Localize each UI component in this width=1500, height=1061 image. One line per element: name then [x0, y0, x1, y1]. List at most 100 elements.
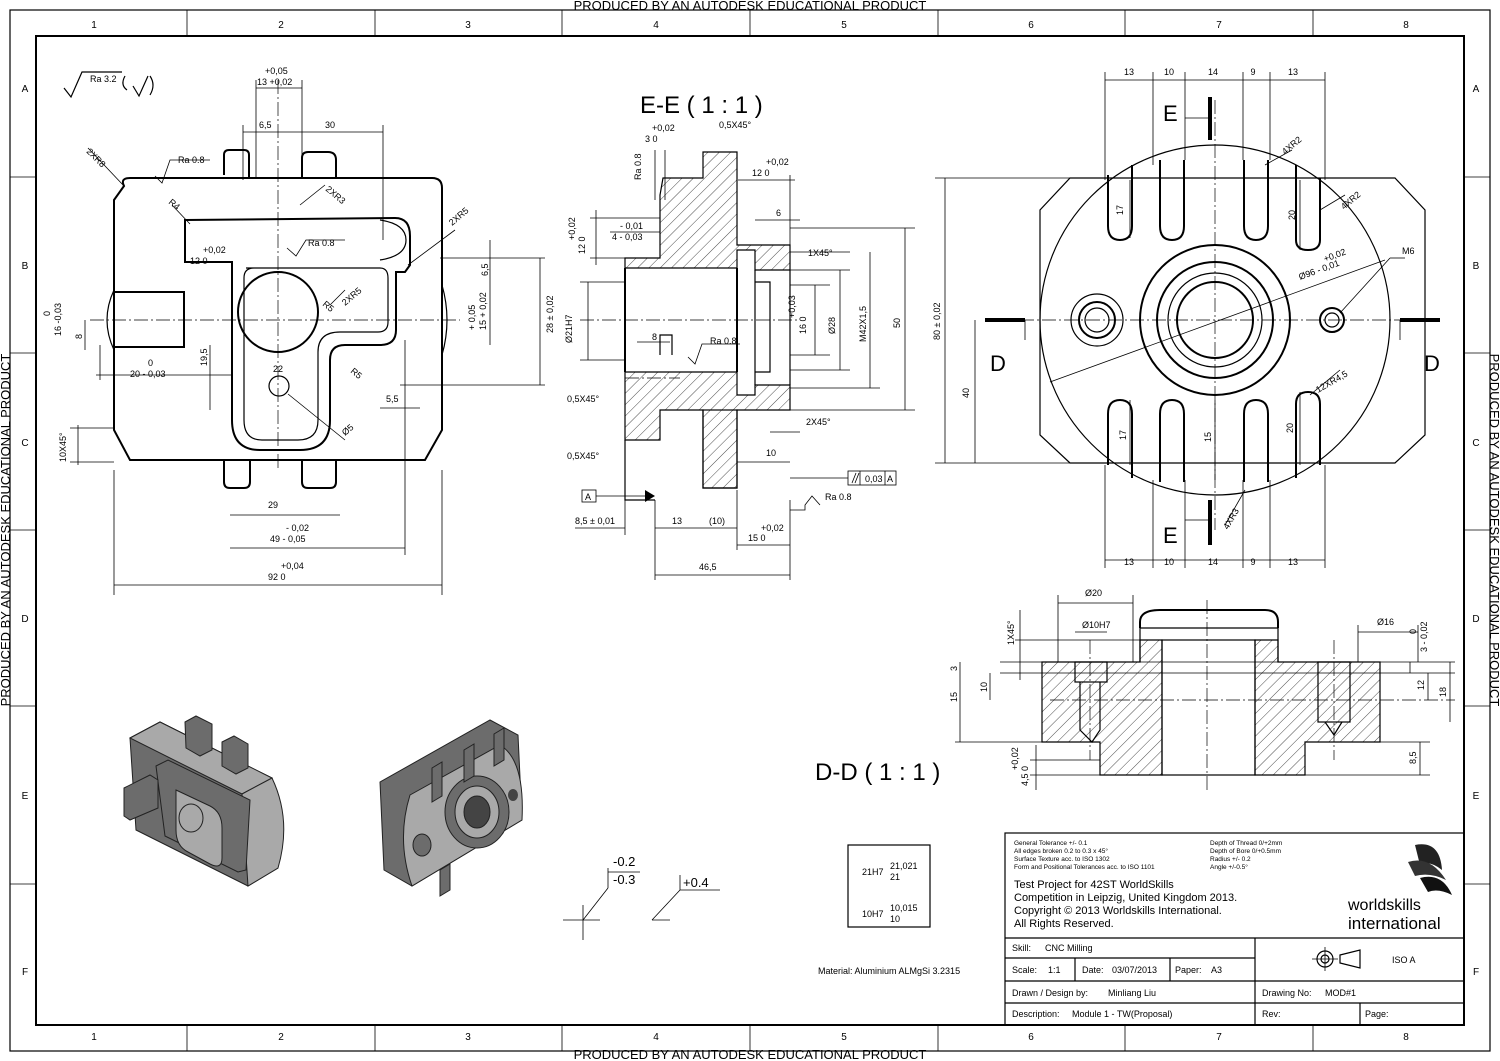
dim-6-5: 6,5: [259, 120, 272, 130]
ee-dim-10: 10: [766, 448, 776, 458]
drawing-no-label: Drawing No:: [1262, 988, 1312, 998]
dim-92-upper: +0,04: [281, 561, 304, 571]
dd-dim-12: 12: [1416, 680, 1426, 690]
tolerance-box: 21H7 21,021 21 10H7 10,015 10: [847, 844, 931, 928]
ee-dim-46-5: 46,5: [699, 562, 717, 572]
zone-labels-left: A B C D E F: [21, 84, 28, 978]
ee-dim-10-ref: (10): [709, 516, 725, 526]
paper-value: A3: [1211, 965, 1222, 975]
ee-dim-16-upper: +0,03: [787, 295, 797, 318]
ee-datum-a: A: [585, 492, 591, 502]
date-label: Date:: [1082, 965, 1104, 975]
rv-dim-20a: 20: [1287, 210, 1297, 220]
dim-13: 13 +0,02: [257, 77, 292, 87]
projection-standard: ISO A: [1392, 955, 1416, 965]
zone-col-8-bottom: 8: [1403, 1032, 1409, 1043]
zone-labels-bottom: 1 2 3 4 5 6 7 8: [91, 1032, 1409, 1043]
zone-col-4-bottom: 4: [653, 1032, 659, 1043]
right-view: [935, 72, 1440, 568]
zone-col-5-bottom: 5: [841, 1032, 847, 1043]
ee-ra-0-8-c: Ra 0.8: [825, 492, 852, 502]
dd-dim-3-upper: 0: [1408, 629, 1418, 634]
ee-dim-12b: 12 0: [577, 236, 587, 254]
rv-dim-17a: 17: [1115, 205, 1125, 215]
description-label: Description:: [1012, 1009, 1060, 1019]
front-outline: [113, 177, 443, 461]
logo-text-line-1: worldskills: [1347, 897, 1421, 914]
dd-dim-4-5-upper: +0,02: [1010, 747, 1020, 770]
watermark-right: PRODUCED BY AN AUTODESK EDUCATIONAL PROD…: [1487, 354, 1500, 707]
tol-fit-21h7: 21H7: [862, 867, 884, 877]
ee-parallelism-value: 0,03: [865, 474, 883, 484]
page-label: Page:: [1365, 1009, 1389, 1019]
tol-lower-21: 21: [890, 872, 900, 882]
description-value: Module 1 - TW(Proposal): [1072, 1009, 1172, 1019]
watermark-left: PRODUCED BY AN AUTODESK EDUCATIONAL PROD…: [0, 354, 13, 707]
zone-row-f: F: [22, 967, 28, 978]
zone-labels-right: A B C D E F: [1472, 84, 1479, 978]
dia-5: Ø5: [340, 422, 356, 437]
title-block: General Tolerance +/- 0.1 All edges brok…: [1004, 832, 1465, 1026]
radius-2xr8: 2XR8: [85, 146, 108, 169]
note-angle: Angle +/-0.5°: [1210, 863, 1248, 871]
rv-top-10: 10: [1164, 67, 1174, 77]
dd-dim-18: 18: [1438, 687, 1448, 697]
dim-16: 16 -0,03: [53, 303, 63, 336]
rv-dim-80: 80 ± 0,02: [932, 303, 942, 340]
rv-top-13b: 13: [1288, 67, 1298, 77]
zone-col-2-bottom: 2: [278, 1032, 284, 1043]
dd-dia-20: Ø20: [1085, 588, 1102, 598]
section-ee: [575, 150, 915, 580]
ee-dim-3: 3 0: [645, 134, 658, 144]
rv-dim-15: 15: [1203, 432, 1213, 442]
skill-label: Skill:: [1012, 943, 1031, 953]
ee-dia-28: Ø28: [827, 317, 837, 334]
ee-dim-3-upper: +0,02: [652, 123, 675, 133]
right-view-dimensions: 13 10 14 9 13 13 10 14 9 13: [1124, 67, 1298, 567]
zone-col-6-bottom: 6: [1028, 1032, 1034, 1043]
tol-fit-10h7: 10H7: [862, 909, 884, 919]
scale-label: Scale:: [1012, 965, 1037, 975]
rv-top-13a: 13: [1124, 67, 1134, 77]
dim-12-upper: +0,02: [203, 245, 226, 255]
dim-28: 28 ± 0,02: [545, 296, 555, 333]
ee-dim-12b-upper: +0,02: [567, 217, 577, 240]
drawn-by-label: Drawn / Design by:: [1012, 988, 1088, 998]
rv-dim-20b: 20: [1285, 423, 1295, 433]
ee-ra-0-8-b: Ra 0.8: [710, 336, 737, 346]
watermark-top: PRODUCED BY AN AUTODESK EDUCATIONAL PROD…: [574, 0, 927, 13]
ee-chamfer-2x45: 2X45°: [806, 417, 831, 427]
dd-dim-3: 3 - 0,02: [1419, 621, 1429, 652]
front-pocket: [184, 216, 411, 451]
paper-label: Paper:: [1175, 965, 1202, 975]
dim-19-5: 19,5: [199, 348, 209, 366]
section-mark-e-bottom: E: [1163, 523, 1178, 548]
project-line-3: Copyright © 2013 Worldskills Internation…: [1014, 905, 1222, 917]
zone-col-2: 2: [278, 20, 284, 31]
ee-dim-15-upper: +0,02: [761, 523, 784, 533]
radius-r4: R4: [167, 197, 182, 212]
note-edges: All edges broken 0.2 to 0.3 x 45°: [1014, 847, 1108, 855]
zone-col-7: 7: [1216, 20, 1222, 31]
zone-row-e: E: [22, 791, 29, 802]
radius-2xr5-b: 2XR5: [340, 285, 364, 307]
zone-row-d-right: D: [1472, 614, 1479, 625]
section-dd-title: D-D ( 1 : 1 ): [815, 759, 940, 786]
dim-5-5: 5,5: [386, 394, 399, 404]
dim-13-upper: +0,05: [265, 66, 288, 76]
zone-col-1-bottom: 1: [91, 1032, 97, 1043]
ee-chamfer: 0,5X45°: [719, 120, 752, 130]
dd-dim-15: 15: [949, 692, 959, 702]
dim-10x45: 10X45°: [58, 432, 68, 462]
section-mark-e-top: E: [1163, 101, 1178, 126]
example-lower: -0.3: [613, 872, 635, 887]
drawing-no-value: MOD#1: [1325, 988, 1356, 998]
zone-col-3-bottom: 3: [465, 1032, 471, 1043]
rev-label: Rev:: [1262, 1009, 1281, 1019]
projection-symbol: [1312, 947, 1361, 971]
section-ee-title: E-E ( 1 : 1 ): [640, 92, 763, 119]
section-dd: [955, 595, 1455, 790]
tol-lower-10: 10: [890, 914, 900, 924]
dd-dim-4-5: 4,5 0: [1020, 766, 1030, 786]
ee-dim-6: 6: [776, 208, 781, 218]
